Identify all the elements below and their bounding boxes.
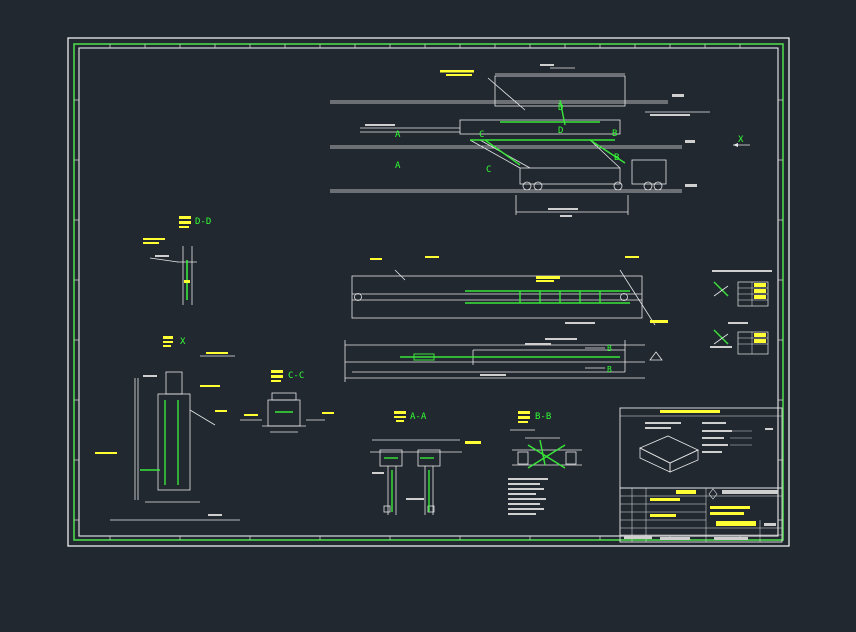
view-direction-x-label: X <box>738 135 744 145</box>
section-cc: C-C <box>240 370 334 433</box>
legend-table-bottom <box>710 322 769 355</box>
section-x: X <box>95 336 240 521</box>
main-elevation-small-text <box>365 64 697 217</box>
isometric-stock-block <box>639 435 699 473</box>
view-direction-x: X <box>733 135 750 147</box>
section-cc-label: C-C <box>288 371 304 381</box>
cut-marker-b-bottom: B <box>614 153 619 163</box>
section-dd: D-D <box>143 216 211 305</box>
main-elevation-view <box>330 67 710 215</box>
cut-marker-d-top: D <box>558 103 563 113</box>
plan-view <box>351 256 668 326</box>
cut-marker-a-top: A <box>395 130 401 140</box>
main-elevation-yellow-notes <box>440 70 474 76</box>
section-bb-label: B-B <box>535 412 551 422</box>
section-aa: A-A <box>370 411 481 515</box>
cut-marker-d-bottom: D <box>558 126 563 136</box>
cut-marker-a-bottom: A <box>395 161 401 171</box>
sheet-frame <box>67 37 790 547</box>
cut-markers: A A C C D D B B <box>395 103 619 175</box>
title-block <box>619 407 783 543</box>
cut-marker-b-side-top: B <box>607 344 612 353</box>
section-aa-label: A-A <box>410 412 427 422</box>
cut-marker-b-top: B <box>612 129 617 139</box>
cut-marker-c-top: C <box>479 130 484 140</box>
side-elevation-view: B B <box>344 338 663 382</box>
cut-marker-b-side-bottom: B <box>607 365 612 374</box>
section-dd-label: D-D <box>195 217 211 227</box>
section-bb: B-B <box>508 411 582 515</box>
cut-marker-c-bottom: C <box>486 165 491 175</box>
main-elevation-conveyor <box>470 99 626 166</box>
section-x-label: X <box>180 337 186 347</box>
legend-table-top <box>712 270 772 307</box>
